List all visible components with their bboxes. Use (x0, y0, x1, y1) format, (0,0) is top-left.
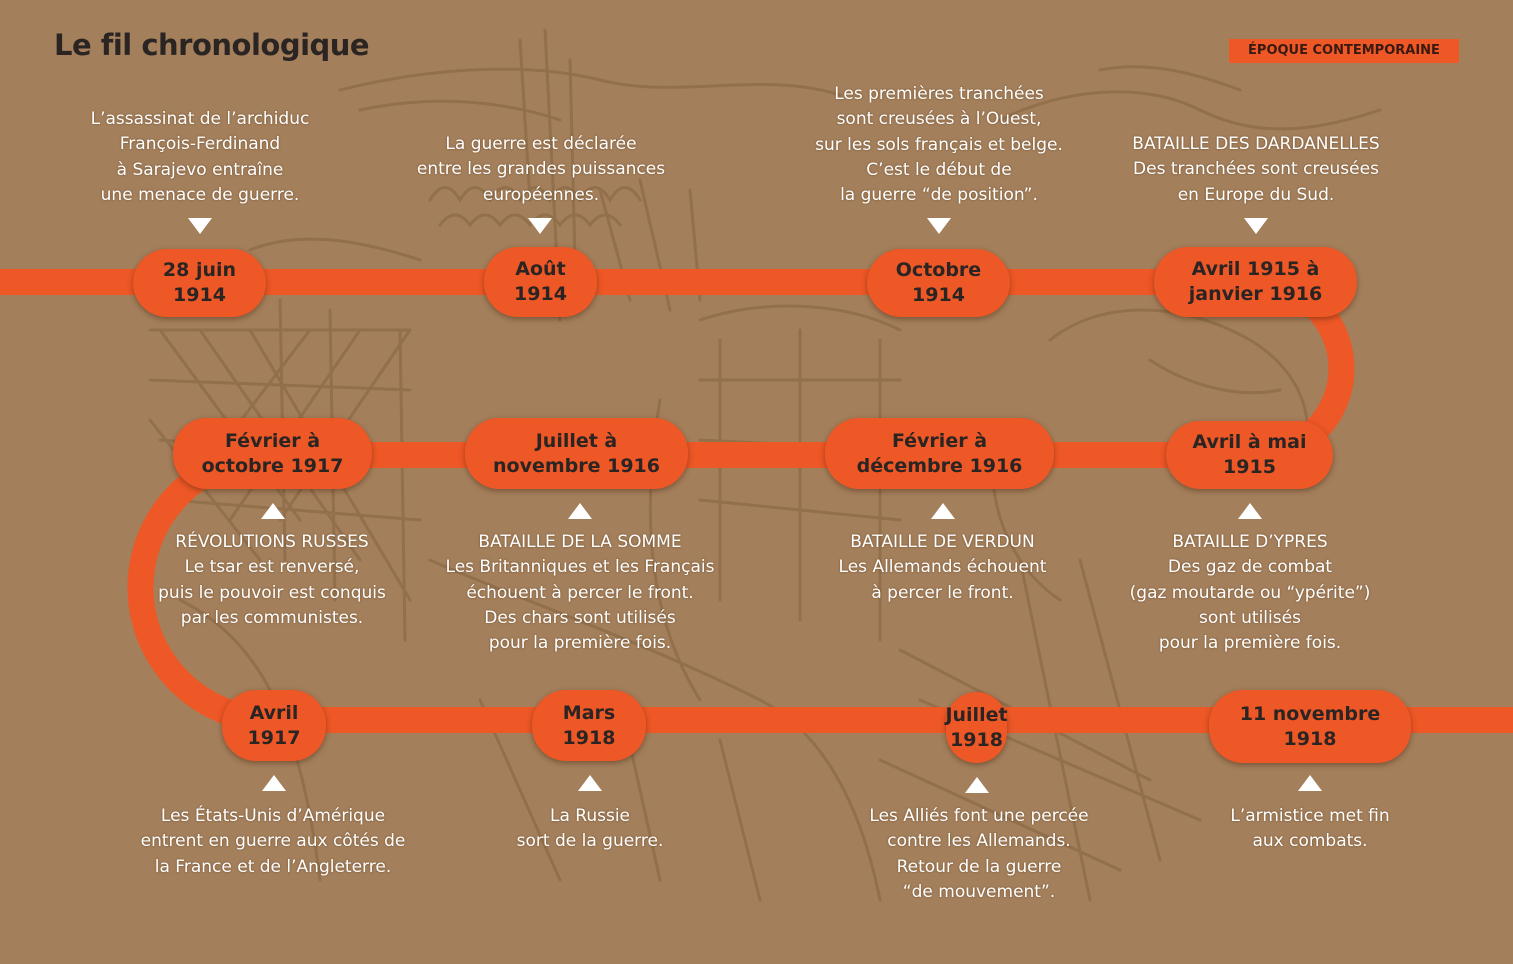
event-date: Avril 1915 à janvier 1916 (1188, 258, 1323, 305)
pointer-up-icon (262, 775, 286, 791)
event-date: Février à décembre 1916 (856, 429, 1023, 477)
pointer-down-icon (528, 218, 552, 234)
event-date-pill: Février à octobre 1917 (173, 418, 372, 489)
event-description: L’armistice met fin aux combats. (1230, 806, 1390, 852)
event-date-pill: Octobre 1914 (867, 249, 1010, 317)
pointer-up-icon (578, 775, 602, 791)
event-date: Août 1914 (514, 258, 567, 305)
event-description: RÉVOLUTIONS RUSSES Le tsar est renversé,… (158, 532, 386, 628)
pointer-up-icon (1238, 503, 1262, 519)
event-date-pill: Mars 1918 (532, 690, 646, 761)
event-date: 28 juin 1914 (162, 259, 237, 306)
event-date: Avril 1917 (247, 701, 301, 749)
event-date-pill: Août 1914 (484, 247, 597, 317)
pointer-up-icon (931, 503, 955, 519)
pointer-down-icon (1244, 218, 1268, 234)
event-date: Juillet 1918 (945, 703, 1008, 751)
event-description: BATAILLE DE LA SOMME Les Britanniques et… (445, 532, 715, 654)
event-description: Les Alliés font une percée contre les Al… (869, 806, 1089, 902)
event-date: Février à octobre 1917 (201, 429, 344, 477)
event-date-pill: 28 juin 1914 (133, 249, 266, 317)
event-description: Les États-Unis d’Amérique entrent en gue… (140, 806, 406, 877)
event-date-pill: Avril 1917 (222, 690, 326, 761)
pointer-up-icon (965, 777, 989, 793)
event-date-pill: Juillet 1918 (945, 692, 1008, 763)
event-description: BATAILLE DES DARDANELLES Des tranchées s… (1132, 134, 1380, 205)
pointer-down-icon (927, 218, 951, 234)
page-title: Le fil chronologique (54, 28, 370, 62)
event-date-pill: 11 novembre 1918 (1209, 690, 1411, 763)
event-date: Octobre 1914 (895, 259, 982, 306)
event-description: BATAILLE DE VERDUN Les Allemands échouen… (838, 532, 1047, 603)
event-description: La guerre est déclarée entre les grandes… (416, 134, 666, 205)
event-date: 11 novembre 1918 (1239, 702, 1381, 750)
event-date: Juillet à novembre 1916 (492, 429, 660, 477)
pointer-up-icon (568, 503, 592, 519)
event-date: Avril à mai 1915 (1192, 431, 1307, 478)
pointer-down-icon (188, 218, 212, 234)
era-badge: ÉPOQUE CONTEMPORAINE (1229, 39, 1459, 63)
event-description: Les premières tranchées sont creusées à … (815, 84, 1063, 206)
event-description: L’assassinat de l’archiduc François-Ferd… (90, 109, 310, 205)
event-description: La Russie sort de la guerre. (516, 806, 664, 852)
pointer-up-icon (261, 503, 285, 519)
event-date-pill: Avril à mai 1915 (1166, 421, 1333, 489)
event-date-pill: Février à décembre 1916 (825, 418, 1054, 489)
event-date-pill: Juillet à novembre 1916 (465, 418, 688, 489)
pointer-up-icon (1298, 775, 1322, 791)
event-date-pill: Avril 1915 à janvier 1916 (1154, 247, 1357, 317)
event-date: Mars 1918 (562, 701, 616, 749)
event-description: BATAILLE D’YPRES Des gaz de combat (gaz … (1129, 532, 1371, 654)
